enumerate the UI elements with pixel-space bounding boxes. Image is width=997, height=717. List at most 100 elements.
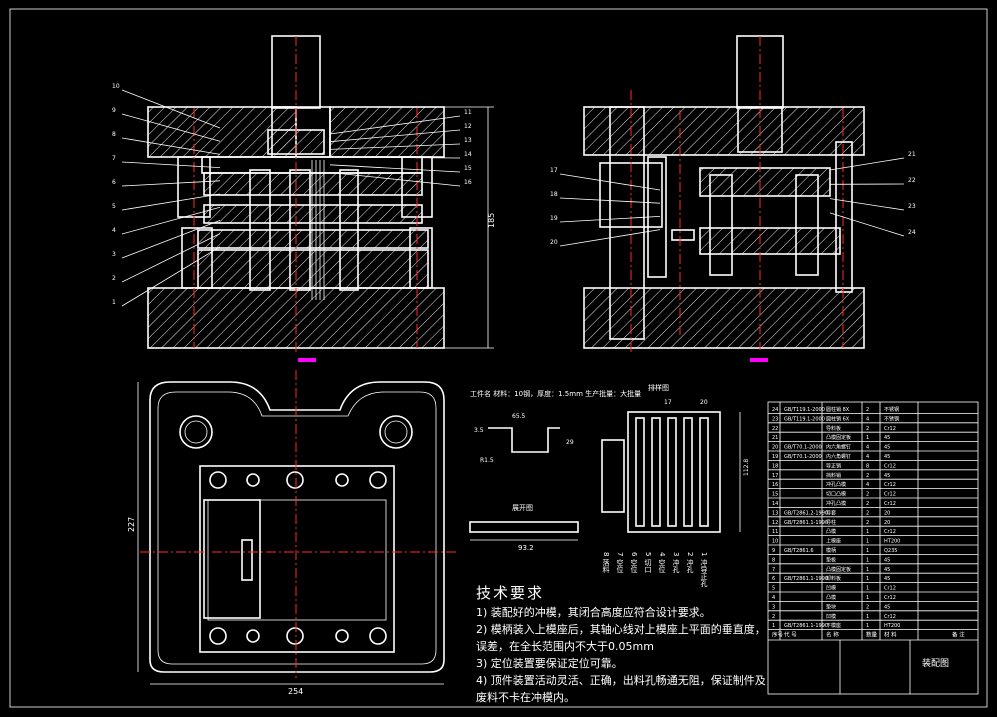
- tech-item: 3) 定位装置要保证定位可靠。: [476, 657, 623, 670]
- plan-view: 254 227: [127, 370, 456, 696]
- bom-cell: 凸模固定板: [826, 566, 851, 573]
- bom-cell: Cr12: [884, 614, 896, 620]
- bom-cell: 4: [866, 454, 869, 460]
- bom-cell: HT200: [884, 539, 900, 545]
- bom-cell: 冲孔凸模: [826, 500, 846, 507]
- bom-cell: 凹模: [826, 613, 836, 620]
- callout-label: 17: [550, 167, 558, 174]
- bom-cell: 16: [772, 482, 778, 488]
- callout-label: 8: [112, 131, 116, 138]
- bom-cell: 9: [772, 548, 775, 554]
- callout-label: 10: [112, 83, 120, 90]
- tech-item: 4) 顶件装置活动灵活、正确，出料孔畅通无阻，保证制件及废料不卡在冲模内。: [476, 674, 766, 704]
- bom-cell: 4: [866, 445, 869, 451]
- bom-cell: 12: [772, 520, 778, 526]
- callout-label: 11: [464, 109, 472, 116]
- bom-cell: 45: [884, 435, 890, 441]
- bom-cell: 1: [866, 614, 869, 620]
- bom-cell: 22: [772, 426, 778, 432]
- plan-height-dim: 227: [127, 517, 136, 532]
- bom-cell: 1: [772, 623, 775, 629]
- bom-cell: 4: [866, 416, 869, 422]
- bom-cell: Cr12: [884, 426, 896, 432]
- station-label: 6 空位: [630, 552, 638, 573]
- bom-cell: 导柱: [826, 519, 836, 526]
- bom-cell: 挡料销: [826, 472, 841, 479]
- callout-label: 18: [550, 191, 558, 198]
- station-label: 5 切口: [644, 552, 652, 573]
- bom-cell: 21: [772, 435, 778, 441]
- bom-cell: 2: [866, 407, 869, 413]
- svg-text:29: 29: [566, 439, 574, 446]
- callout-label: 2: [112, 275, 116, 282]
- tech-item: 1) 装配好的冲模，其闭合高度应符合设计要求。: [476, 606, 711, 619]
- svg-text:R1.5: R1.5: [480, 457, 494, 464]
- bom-cell: 1: [866, 529, 869, 535]
- bom-cell: 19: [772, 454, 778, 460]
- bom-cell: 内六角螺钉: [826, 453, 851, 460]
- bom-table: 装配图: [767, 401, 979, 695]
- svg-text:3.5: 3.5: [474, 427, 484, 434]
- front-view: 185: [147, 35, 496, 362]
- bom-cell: 凸模: [826, 528, 836, 535]
- callout-label: 1: [112, 299, 116, 306]
- bom-cell: 凸模固定板: [826, 434, 851, 441]
- bom-cell: Cr12: [884, 463, 896, 469]
- bom-cell: 2: [866, 473, 869, 479]
- bom-cell: 45: [884, 557, 890, 563]
- bom-cell: 1: [866, 539, 869, 545]
- bom-cell: 2: [772, 614, 775, 620]
- bom-cell: 2: [866, 604, 869, 610]
- bom-cell: 1: [866, 576, 869, 582]
- callout-label: 13: [464, 137, 472, 144]
- bom-cell: GB/T2861.1-1990: [784, 576, 828, 582]
- tech-heading: 技术要求: [476, 584, 545, 602]
- callout-label: 23: [908, 203, 916, 210]
- callout-label: 24: [908, 229, 916, 236]
- station-label: 1 冲导正孔: [700, 552, 708, 588]
- bom-cell: 卸料板: [826, 575, 841, 582]
- bom-cell: 14: [772, 501, 778, 507]
- bom-cell: 7: [772, 567, 775, 573]
- part-sketch: 65.5 3.5 29 R1.5: [474, 413, 574, 464]
- bom-cell: Cr12: [884, 595, 896, 601]
- bom-cell: GB/T70.1-2000: [784, 454, 822, 460]
- callout-label: 6: [112, 179, 116, 186]
- bom-cell: 2: [866, 501, 869, 507]
- bom-cell: 8: [866, 463, 869, 469]
- callout-label: 9: [112, 107, 116, 114]
- bom-cell: 凸模: [826, 594, 836, 601]
- bom-header-cell: 序号: [772, 631, 784, 639]
- bom-cell: 2: [866, 492, 869, 498]
- callout-label: 3: [112, 251, 116, 258]
- bom-cell: 4: [772, 595, 775, 601]
- bom-cell: GB/T119.1-2000: [784, 416, 825, 422]
- bom-cell: 17: [772, 473, 778, 479]
- bom-cell: 垫板: [826, 556, 836, 563]
- bom-cell: 1: [866, 623, 869, 629]
- bom-cell: 45: [884, 454, 890, 460]
- svg-text:65.5: 65.5: [512, 413, 526, 420]
- bom-cell: 不锈钢: [884, 415, 899, 422]
- bom-cell: 1: [866, 586, 869, 592]
- bom-header-cell: 材 料: [884, 631, 897, 639]
- bom-cell: Cr12: [884, 529, 896, 535]
- bom-cell: 凹模: [826, 585, 836, 592]
- bom-cell: 1: [866, 567, 869, 573]
- bom-cell: 3: [772, 604, 775, 610]
- bom-cell: 45: [884, 473, 890, 479]
- bom-cell: 13: [772, 510, 778, 516]
- bom-cell: Cr12: [884, 586, 896, 592]
- svg-text:93.2: 93.2: [518, 544, 534, 552]
- callout-label: 20: [550, 239, 558, 246]
- strip-layout: 排样图 17 20 112.8: [601, 383, 750, 533]
- svg-text:展开图: 展开图: [512, 504, 533, 512]
- bom-header-cell: 代 号: [784, 631, 797, 639]
- bom-cell: 不锈钢: [884, 406, 899, 413]
- bom-cell: 导套: [826, 509, 836, 516]
- svg-text:排样图: 排样图: [648, 383, 669, 392]
- bom-cell: 内六角螺钉: [826, 444, 851, 451]
- bom-cell: 2: [866, 426, 869, 432]
- bom-cell: 切口凸模: [826, 491, 846, 498]
